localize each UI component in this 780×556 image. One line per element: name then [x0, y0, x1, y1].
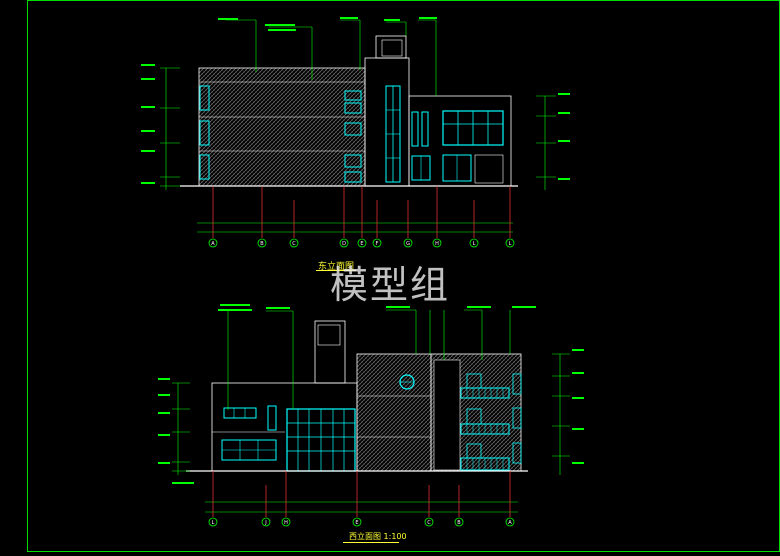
upper-axis-label: F [376, 241, 379, 247]
lower-axis-label: E [355, 520, 358, 526]
upper-axis-label: A [211, 241, 215, 247]
upper-axis-label: G [406, 241, 410, 247]
upper-axis-label: L [509, 241, 512, 247]
watermark: 模型组 [330, 263, 451, 307]
lower-axis-label: L [212, 520, 215, 526]
upper-elevation: A B C D E F G H L L [141, 17, 570, 248]
lower-elevation: L J H E C B A [158, 304, 584, 527]
lower-axis-label: H [284, 520, 288, 526]
lower-left-block [211, 382, 358, 472]
upper-stair-tower [364, 57, 410, 187]
upper-axis-label: H [435, 241, 439, 247]
upper-axis-label: B [260, 241, 264, 247]
upper-right-wing [408, 95, 512, 187]
lower-axis-label: C [427, 520, 431, 526]
lower-axis-label: J [264, 520, 266, 526]
upper-axis-label: L [473, 241, 476, 247]
upper-hatched-block [198, 67, 366, 187]
upper-axis-label: E [360, 241, 363, 247]
lower-title-underline [343, 542, 399, 543]
lower-drawing-title: 西立面图 1:100 [349, 532, 407, 541]
lower-axis-label: A [508, 520, 512, 526]
upper-axis-label: D [342, 241, 346, 247]
lower-axis-label: B [457, 520, 461, 526]
upper-axis-label: C [292, 241, 296, 247]
upper-title-underline [316, 270, 356, 271]
lower-hatched-block [356, 353, 432, 472]
upper-drawing-title: 东立面图 [318, 262, 355, 272]
